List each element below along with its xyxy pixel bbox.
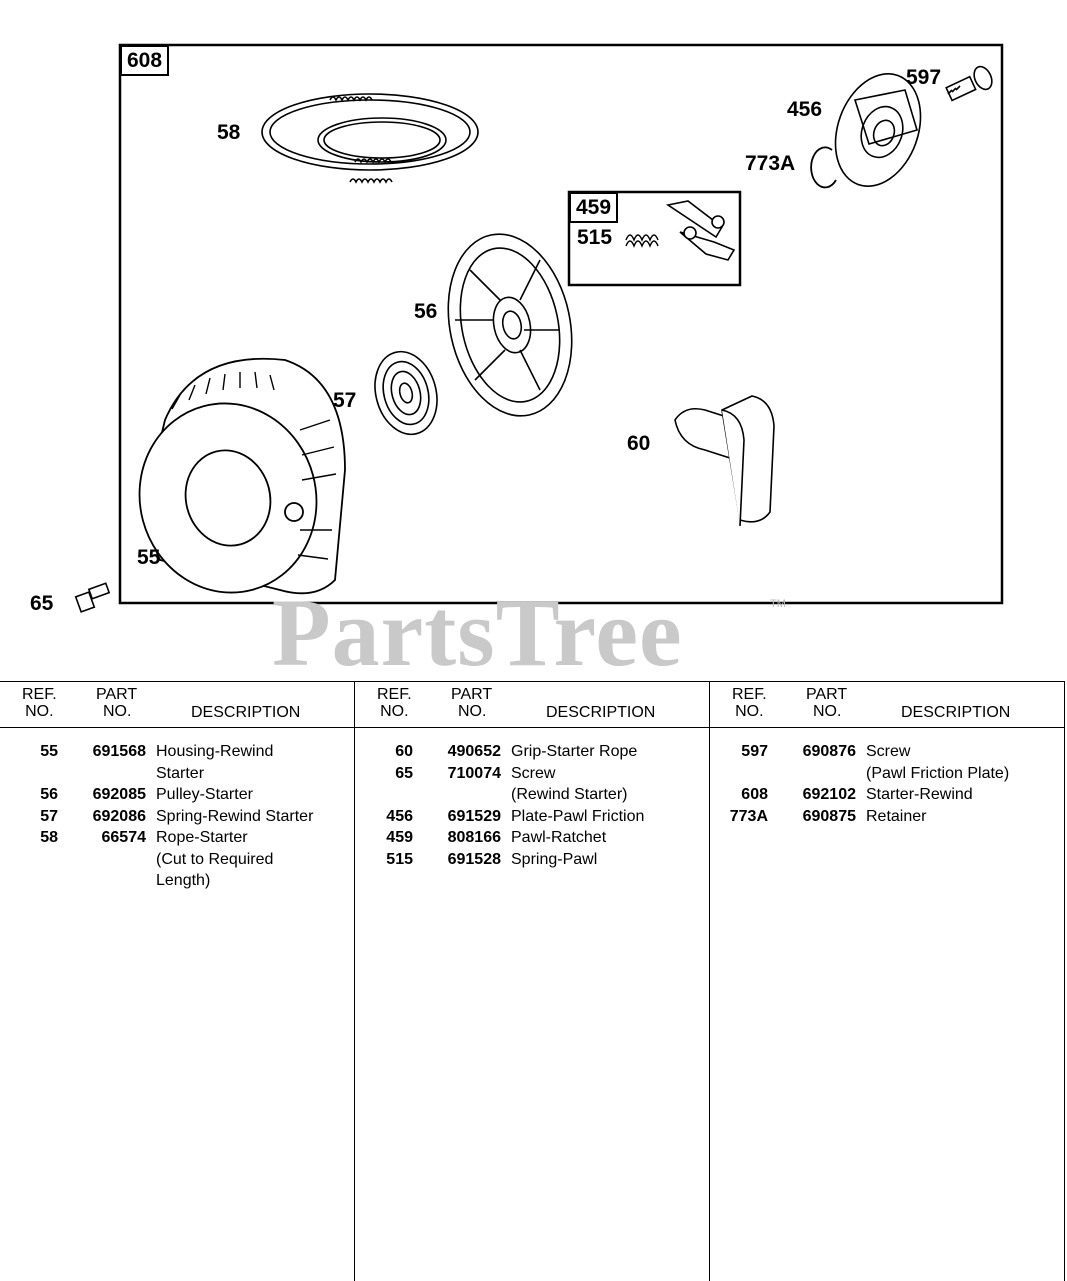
ref-number: 57 (40, 807, 58, 825)
part-number[interactable]: 691568 (92, 743, 146, 760)
table-row[interactable]: 459 808166 Pawl-Ratchet (355, 827, 709, 849)
callout-56[interactable]: 56 (414, 300, 438, 323)
watermark-trademark: TM (770, 598, 786, 610)
rope-drawing (261, 93, 479, 184)
exploded-parts-diagram: 608 459 58 597 456 773A 515 56 57 60 55 … (0, 0, 1067, 640)
callout-456[interactable]: 456 (787, 98, 823, 121)
header-description: DESCRIPTION (546, 704, 656, 721)
header-ref: REF.NO. (377, 686, 412, 720)
kit-label: 459 (569, 192, 619, 223)
ref-number: 597 (741, 743, 768, 760)
part-description: Starter-Rewind (866, 786, 973, 803)
kit-frame (567, 190, 742, 287)
retainer-drawing (810, 146, 837, 189)
diagram-drawing (74, 43, 1004, 613)
callout-773a[interactable]: 773A (745, 152, 796, 175)
part-description: Pawl-Ratchet (511, 829, 607, 846)
pawl-drawing (665, 200, 736, 261)
ref-number: 515 (386, 850, 413, 868)
part-number[interactable]: 808166 (447, 829, 501, 846)
table-row[interactable]: 56 692085 Pulley-Starter (0, 784, 354, 806)
part-description: Grip-Starter Rope (511, 743, 638, 760)
ref-number: 459 (386, 829, 413, 846)
part-description: Plate-Pawl Friction (511, 807, 645, 825)
header-ref: REF.NO. (732, 686, 767, 720)
ref-number: 608 (741, 786, 768, 803)
partstree-watermark: PartsTree (272, 579, 683, 686)
part-number[interactable]: 66574 (101, 829, 147, 846)
housing-drawing (138, 357, 346, 595)
rewind-spring-drawing (374, 350, 438, 436)
table-row[interactable]: 608 692102 Starter-Rewind (710, 784, 1064, 806)
ref-number: 65 (395, 764, 413, 782)
header-description: DESCRIPTION (901, 704, 1011, 721)
assembly-label: 608 (120, 45, 170, 76)
part-number[interactable]: 710074 (447, 764, 501, 782)
ref-number: 456 (386, 807, 413, 825)
part-description: Spring-Rewind Starter (156, 807, 314, 825)
ref-number: 60 (395, 743, 413, 760)
part-number[interactable]: 691528 (447, 850, 501, 868)
part-number[interactable]: 692085 (92, 786, 146, 803)
pulley-drawing (447, 233, 573, 417)
part-number[interactable]: 692102 (802, 786, 856, 803)
callout-60[interactable]: 60 (627, 432, 651, 455)
ref-number: 58 (40, 829, 58, 846)
table-rows: 60 490652 Grip-Starter Rope 65 710074 Sc… (355, 741, 709, 870)
callout-597[interactable]: 597 (906, 66, 942, 89)
part-number[interactable]: 690876 (802, 743, 856, 760)
table-row[interactable]: 60 490652 Grip-Starter Rope (355, 741, 709, 763)
callout-57[interactable]: 57 (333, 389, 357, 412)
table-row[interactable]: 515 691528 Spring-Pawl (355, 849, 709, 871)
part-number[interactable]: 691529 (447, 807, 501, 825)
table-row[interactable]: 773A 690875 Retainer (710, 806, 1064, 828)
assembly-frame (118, 43, 1004, 605)
ref-number: 55 (40, 743, 58, 760)
friction-plate-drawing (834, 73, 922, 187)
table-rows: 597 690876 Screw(Pawl Friction Plate) 60… (710, 741, 1064, 827)
header-description: DESCRIPTION (191, 704, 301, 721)
table-row[interactable]: 57 692086 Spring-Rewind Starter (0, 806, 354, 828)
ref-number: 56 (40, 786, 58, 803)
callout-55[interactable]: 55 (137, 546, 161, 569)
screw-597-drawing (945, 65, 993, 102)
pawl-spring-drawing (625, 234, 659, 248)
part-number[interactable]: 490652 (447, 743, 501, 760)
part-description: Screw(Rewind Starter) (511, 764, 628, 804)
table-row[interactable]: 65 710074 Screw(Rewind Starter) (355, 763, 709, 806)
table-row[interactable]: 456 691529 Plate-Pawl Friction (355, 806, 709, 828)
table-row[interactable]: 597 690876 Screw(Pawl Friction Plate) (710, 741, 1064, 784)
header-ref: REF.NO. (22, 686, 57, 720)
ref-number: 773A (729, 807, 768, 825)
part-description: Spring-Pawl (511, 850, 598, 868)
screw-65-drawing (74, 582, 111, 613)
part-description: Screw(Pawl Friction Plate) (866, 743, 1010, 782)
callout-58[interactable]: 58 (217, 121, 241, 144)
grip-drawing (674, 395, 775, 527)
callout-65[interactable]: 65 (30, 592, 54, 615)
callout-515[interactable]: 515 (577, 226, 613, 249)
part-description: Pulley-Starter (156, 786, 253, 803)
part-description: Retainer (866, 807, 927, 825)
part-number[interactable]: 692086 (92, 807, 146, 825)
part-number[interactable]: 690875 (802, 807, 856, 825)
